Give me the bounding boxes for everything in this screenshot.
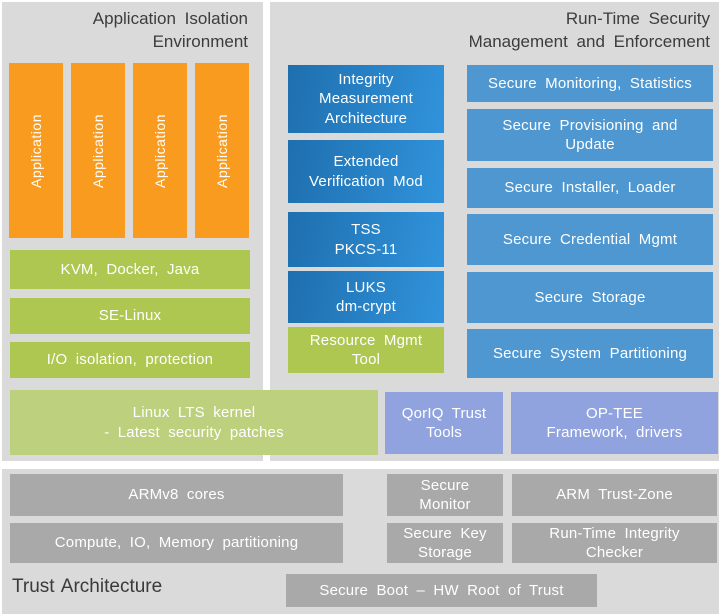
application-label: Application — [28, 113, 44, 188]
box-compute-io-memory-partitioning: Compute, IO, Memory partitioning — [10, 523, 343, 563]
layer-kvm-docker-java: KVM, Docker, Java — [10, 250, 250, 289]
application-label: Application — [214, 113, 230, 188]
box-qoriq-trust-tools: QorIQ Trust Tools — [385, 392, 503, 454]
box-secure-key-storage: Secure Key Storage — [387, 523, 503, 563]
box-secure-monitoring-statistics: Secure Monitoring, Statistics — [467, 65, 713, 102]
box-integrity-measurement-architecture: Integrity Measurement Architecture — [288, 65, 444, 133]
application-isolation-panel: Application Isolation Environment Applic… — [2, 2, 263, 461]
box-secure-system-partitioning: Secure System Partitioning — [467, 329, 713, 378]
layer-se-linux: SE-Linux — [10, 298, 250, 334]
box-secure-credential-mgmt: Secure Credential Mgmt — [467, 214, 713, 265]
application-box: Application — [195, 63, 249, 238]
box-resource-mgmt-tool: Resource Mgmt Tool — [288, 327, 444, 373]
application-box: Application — [9, 63, 63, 238]
layer-io-isolation: I/O isolation, protection — [10, 342, 250, 378]
box-secure-boot-hw-root-of-trust: Secure Boot – HW Root of Trust — [286, 574, 597, 607]
box-secure-installer-loader: Secure Installer, Loader — [467, 168, 713, 208]
box-runtime-integrity-checker: Run-Time Integrity Checker — [512, 523, 717, 563]
box-secure-storage: Secure Storage — [467, 272, 713, 323]
box-secure-provisioning-update: Secure Provisioning and Update — [467, 109, 713, 161]
application-label: Application — [152, 113, 168, 188]
application-boxes-row: Application Application Application Appl… — [9, 63, 249, 238]
box-optee-framework: OP-TEE Framework, drivers — [511, 392, 718, 454]
trust-architecture-panel: ARMv8 cores Compute, IO, Memory partitio… — [2, 469, 719, 614]
box-luks-dm-crypt: LUKS dm-crypt — [288, 271, 444, 323]
application-isolation-title: Application Isolation Environment — [92, 9, 248, 51]
box-extended-verification-mod: Extended Verification Mod — [288, 140, 444, 203]
box-linux-lts-kernel: Linux LTS kernel - Latest security patch… — [10, 390, 378, 455]
runtime-security-panel: Run-Time Security Management and Enforce… — [270, 2, 719, 461]
box-secure-monitor: Secure Monitor — [387, 474, 503, 516]
box-tss-pkcs11: TSS PKCS-11 — [288, 212, 444, 267]
trust-architecture-label: Trust Architecture — [12, 576, 163, 597]
box-arm-trust-zone: ARM Trust-Zone — [512, 474, 717, 516]
application-label: Application — [90, 113, 106, 188]
runtime-security-title: Run-Time Security Management and Enforce… — [468, 9, 710, 51]
box-armv8-cores: ARMv8 cores — [10, 474, 343, 516]
application-box: Application — [71, 63, 125, 238]
application-box: Application — [133, 63, 187, 238]
